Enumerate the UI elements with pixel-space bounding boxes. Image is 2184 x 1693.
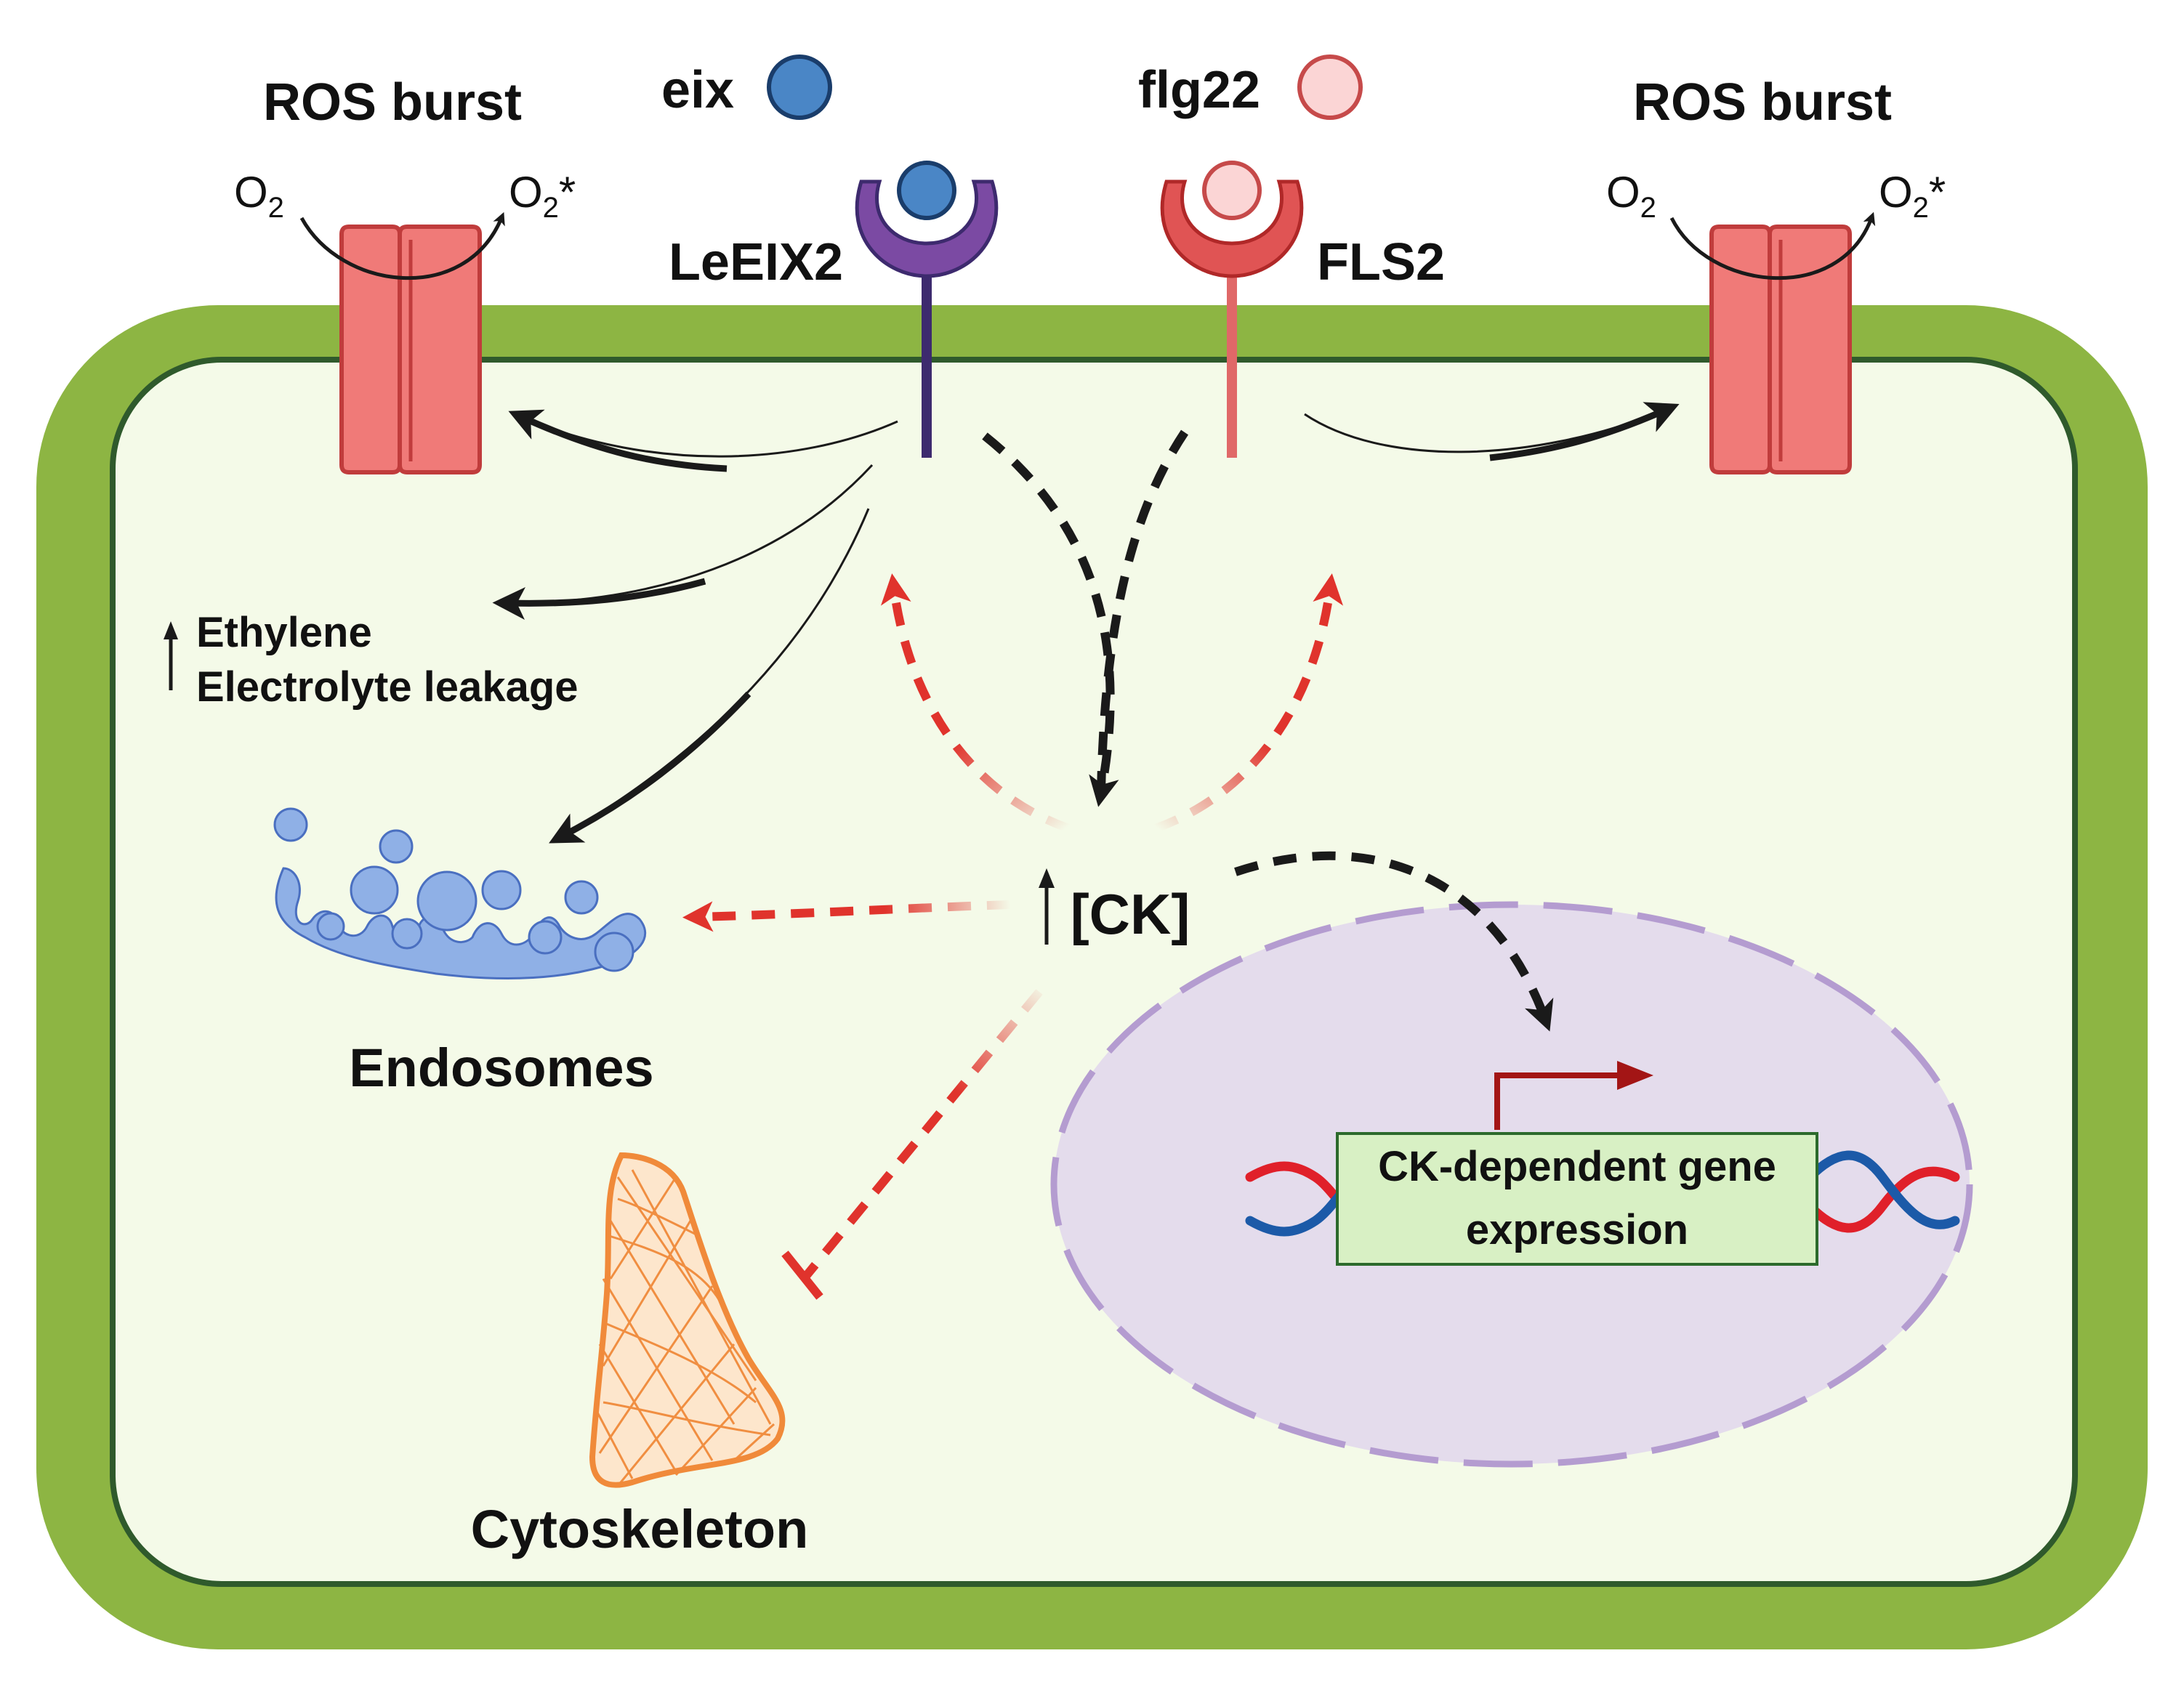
flg22-ligand-icon bbox=[1297, 54, 1363, 120]
dna-strand-right bbox=[1805, 1150, 1960, 1233]
ros-burst-label-right: ROS burst bbox=[1633, 73, 1892, 132]
cytoskeleton-label: Cytoskeleton bbox=[471, 1499, 809, 1559]
arrow-to-ros-left bbox=[508, 409, 728, 472]
leeix2-receptor bbox=[855, 179, 999, 458]
gene-expression-label-line2: expression bbox=[1466, 1206, 1688, 1253]
ros-channel-right bbox=[1709, 225, 1852, 474]
eix-ligand-icon bbox=[767, 54, 832, 120]
eix-label: eix bbox=[661, 61, 734, 119]
eix-ligand-bound bbox=[897, 161, 956, 220]
flg22-ligand-bound bbox=[1202, 161, 1262, 220]
fls2-label: FLS2 bbox=[1317, 233, 1445, 291]
ck-up-arrow-icon bbox=[1039, 868, 1055, 945]
arrow-leeix2-to-ck bbox=[982, 432, 1119, 807]
feedback-ck-to-fls2 bbox=[1153, 573, 1344, 833]
gene-expression-box bbox=[1336, 1132, 1818, 1266]
o2-left-in: O2 bbox=[234, 168, 284, 224]
ck-inhibits-cytoskeleton bbox=[803, 989, 1043, 1278]
ros-burst-label-left: ROS burst bbox=[263, 73, 522, 132]
promoter-arrow-head bbox=[1617, 1061, 1653, 1090]
endosomes-icon bbox=[273, 807, 647, 980]
o2-right-in: O2 bbox=[1606, 168, 1656, 224]
flg22-label: flg22 bbox=[1138, 61, 1260, 119]
leeix2-label: LeEIX2 bbox=[669, 233, 843, 291]
arrow-to-endosomes bbox=[549, 691, 751, 844]
ros-conversion-arrow-left bbox=[299, 211, 505, 280]
arrow-to-ethylene bbox=[492, 578, 706, 620]
o2-right-out: O2* bbox=[1879, 168, 1946, 224]
endosomes-label: Endosomes bbox=[349, 1038, 653, 1098]
arrow-ck-to-nucleus bbox=[1234, 851, 1554, 1032]
ck-to-endosomes-arrow bbox=[682, 900, 1011, 932]
inhibition-bar-icon bbox=[781, 1250, 823, 1300]
ethylene-label: Ethylene bbox=[196, 609, 372, 656]
ros-channel-left bbox=[339, 225, 482, 474]
ros-conversion-arrow-right bbox=[1669, 211, 1876, 280]
cytoskeleton-icon bbox=[589, 1152, 786, 1488]
feedback-ck-to-leeix2 bbox=[880, 573, 1071, 833]
up-arrow-icon bbox=[164, 621, 178, 690]
o2-left-out: O2* bbox=[509, 168, 576, 224]
ck-label: [CK] bbox=[1071, 882, 1190, 946]
electrolyte-leakage-label: Electrolyte leakage bbox=[196, 663, 579, 711]
arrow-to-ros-right bbox=[1489, 402, 1680, 461]
gene-expression-label-line1: CK-dependent gene bbox=[1378, 1143, 1776, 1190]
fls2-receptor bbox=[1160, 179, 1304, 458]
promoter-arrow-icon bbox=[1494, 1072, 1628, 1130]
